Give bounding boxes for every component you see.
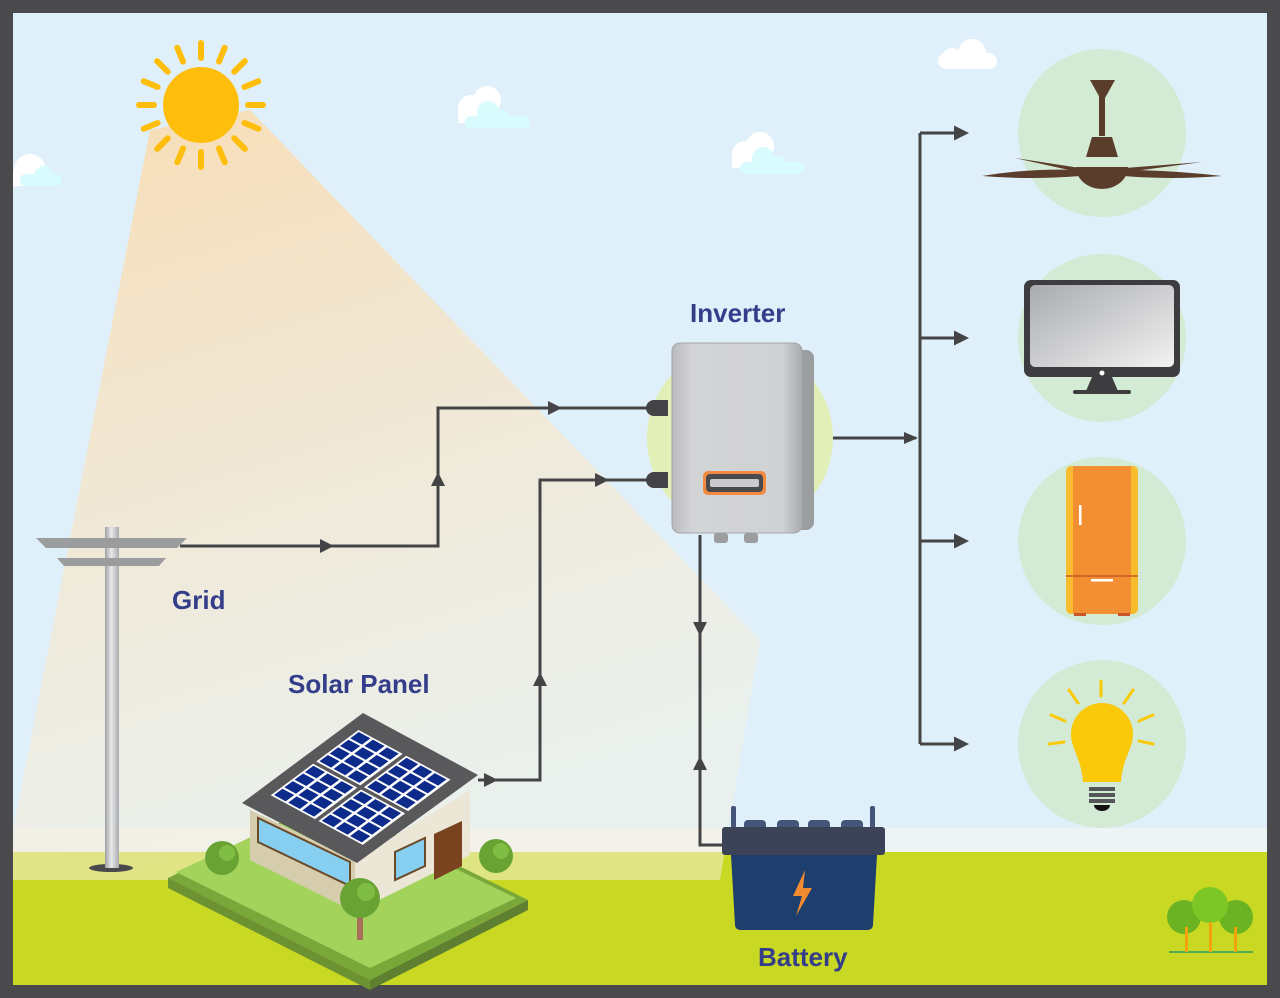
sun-ray: [154, 135, 171, 152]
cloud-icon: [458, 86, 530, 128]
sun-ray: [174, 44, 187, 65]
grid-label: Grid: [172, 585, 226, 615]
house-solar-roof-icon: [168, 713, 528, 990]
trees-icon: [1167, 887, 1253, 953]
sun-ray: [215, 44, 228, 65]
wire-inverter-battery: [698, 535, 728, 847]
arrow-right-icon: [320, 539, 334, 553]
arrow-up-icon: [595, 473, 609, 487]
cloud-icon: [13, 154, 62, 186]
solar-panel: [316, 729, 403, 786]
solar-panel: [318, 789, 406, 845]
inverter-icon: [646, 342, 833, 543]
cloud-icon: [732, 132, 805, 174]
solar-panel: [363, 755, 451, 812]
solar-panel-label: Solar Panel: [288, 669, 430, 699]
arrow-right-icon: [548, 401, 562, 415]
refrigerator-icon: [1018, 457, 1186, 625]
arrow-up-icon: [693, 756, 707, 770]
sun-ray: [140, 119, 161, 132]
battery-icon: [722, 806, 885, 930]
sun-ray: [241, 78, 262, 91]
solar-panel: [270, 763, 358, 820]
arrow-up-icon: [533, 672, 547, 686]
arrow-down-icon: [693, 622, 707, 636]
battery-label: Battery: [758, 942, 848, 972]
flow-arrows: [320, 401, 918, 787]
sun-ray: [174, 145, 187, 166]
arrow-right-icon: [904, 432, 918, 444]
sun-icon: [136, 40, 266, 170]
arrow-right-icon: [484, 773, 498, 787]
utility-pole-icon: [36, 527, 187, 872]
cloud-icon: [938, 39, 997, 69]
sun-ray: [231, 58, 248, 75]
sun-ray: [140, 78, 161, 91]
monitor-icon: [1018, 254, 1186, 422]
sun-ray: [241, 119, 262, 132]
sun-ray: [154, 58, 171, 75]
sun-ray: [215, 145, 228, 166]
sunlight-beam: [13, 110, 760, 880]
ceiling-fan-icon: [982, 49, 1222, 217]
lightning-icon: [793, 870, 812, 916]
arrow-up-icon: [431, 472, 445, 486]
light-bulb-icon: [1018, 660, 1186, 828]
inverter-label: Inverter: [690, 298, 786, 328]
sun-ray: [231, 135, 248, 152]
